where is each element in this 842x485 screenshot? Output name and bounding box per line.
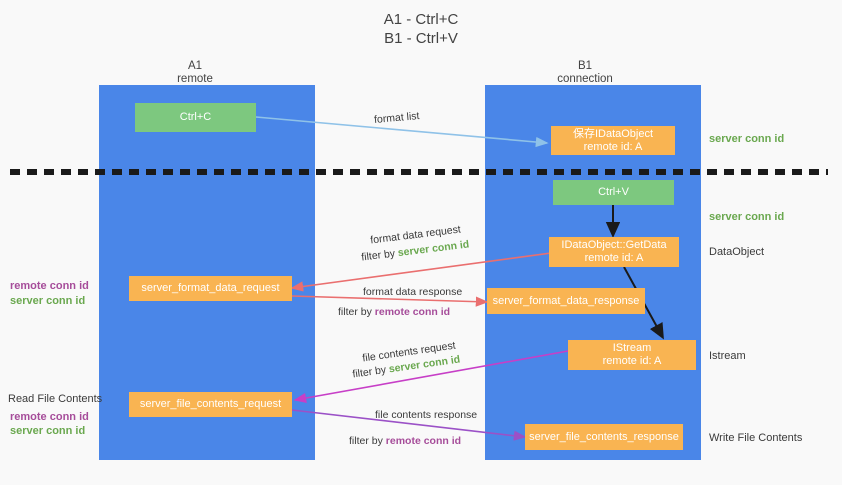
- right-label-dataobject: DataObject: [709, 246, 765, 258]
- remote-conn-id-text-2: remote conn id: [385, 435, 462, 447]
- edge-label-format-data-response-filter: filter by remote conn id: [338, 305, 450, 319]
- right-label-server-conn-id-top: server conn id: [709, 133, 785, 145]
- edge-label-file-contents-response-filter: filter by remote conn id: [349, 434, 461, 448]
- left-label-remote-conn-id-1: remote conn id: [10, 280, 89, 292]
- filter-by-text-2: filter by: [338, 306, 372, 318]
- node-istream-line1: IStream: [612, 342, 652, 354]
- edge-label-format-list: format list: [373, 109, 420, 127]
- filter-by-text-4: filter by: [349, 435, 383, 447]
- column-b1-name: B1: [577, 60, 593, 72]
- edge-label-format-data-response: format data response: [363, 285, 462, 299]
- node-server-format-data-request-label: server_format_data_request: [141, 282, 280, 294]
- node-save-idataobject[interactable]: 保存IDataObject remote id: A: [551, 126, 675, 155]
- column-a1-sub: remote: [177, 73, 213, 85]
- right-label-write-file-contents: Write File Contents: [709, 432, 803, 444]
- left-label-remote-conn-id-2: remote conn id: [10, 411, 89, 423]
- node-save-idataobject-line2: remote id: A: [583, 140, 643, 153]
- column-header-a1: A1 remote: [115, 60, 275, 86]
- node-istream[interactable]: IStream remote id: A: [568, 340, 696, 370]
- right-label-istream: Istream: [709, 350, 746, 362]
- node-getdata-line2: remote id: A: [584, 252, 644, 264]
- remote-conn-id-text-1: remote conn id: [374, 306, 451, 318]
- node-server-format-data-response-label: server_format_data_response: [492, 294, 640, 307]
- column-header-b1: B1 connection: [505, 60, 665, 86]
- edge-label-format-list-text: format list: [373, 110, 420, 126]
- page-title: A1 - Ctrl+C B1 - Ctrl+V: [0, 10, 842, 48]
- node-server-file-contents-response[interactable]: server_file_contents_response: [525, 424, 683, 450]
- node-getdata-line1: IDataObject::GetData: [561, 239, 667, 251]
- filter-by-text-3: filter by: [351, 363, 387, 381]
- node-idataobject-getdata[interactable]: IDataObject::GetData remote id: A: [549, 237, 679, 267]
- column-a1-name: A1: [187, 60, 203, 72]
- left-label-server-conn-id-2: server conn id: [10, 425, 86, 437]
- edge-label-file-contents-response: file contents response: [375, 408, 477, 422]
- node-server-file-contents-response-label: server_file_contents_response: [529, 430, 679, 443]
- node-save-idataobject-line1: 保存IDataObject: [572, 127, 654, 140]
- node-server-file-contents-request-label: server_file_contents_request: [139, 398, 282, 410]
- node-server-format-data-response[interactable]: server_format_data_response: [487, 288, 645, 314]
- node-server-file-contents-request[interactable]: server_file_contents_request: [129, 392, 292, 417]
- filter-by-text-1: filter by: [360, 247, 396, 264]
- edge-label-file-contents-response-text: file contents response: [375, 409, 478, 421]
- node-istream-line2: remote id: A: [602, 355, 662, 367]
- node-ctrl-c-label: Ctrl+C: [179, 111, 212, 123]
- edge-label-format-data-response-text: format data response: [363, 286, 463, 298]
- right-label-server-conn-id-mid: server conn id: [709, 211, 785, 223]
- node-server-format-data-request[interactable]: server_format_data_request: [129, 276, 292, 301]
- node-ctrl-v[interactable]: Ctrl+V: [553, 180, 674, 205]
- node-ctrl-v-label: Ctrl+V: [598, 186, 629, 198]
- title-line-2: B1 - Ctrl+V: [384, 30, 458, 47]
- column-b1-sub: connection: [557, 73, 613, 85]
- node-ctrl-c[interactable]: Ctrl+C: [135, 103, 256, 132]
- title-line-1: A1 - Ctrl+C: [383, 11, 459, 28]
- left-label-server-conn-id-1: server conn id: [10, 295, 86, 307]
- left-label-read-file-contents: Read File Contents: [8, 393, 103, 405]
